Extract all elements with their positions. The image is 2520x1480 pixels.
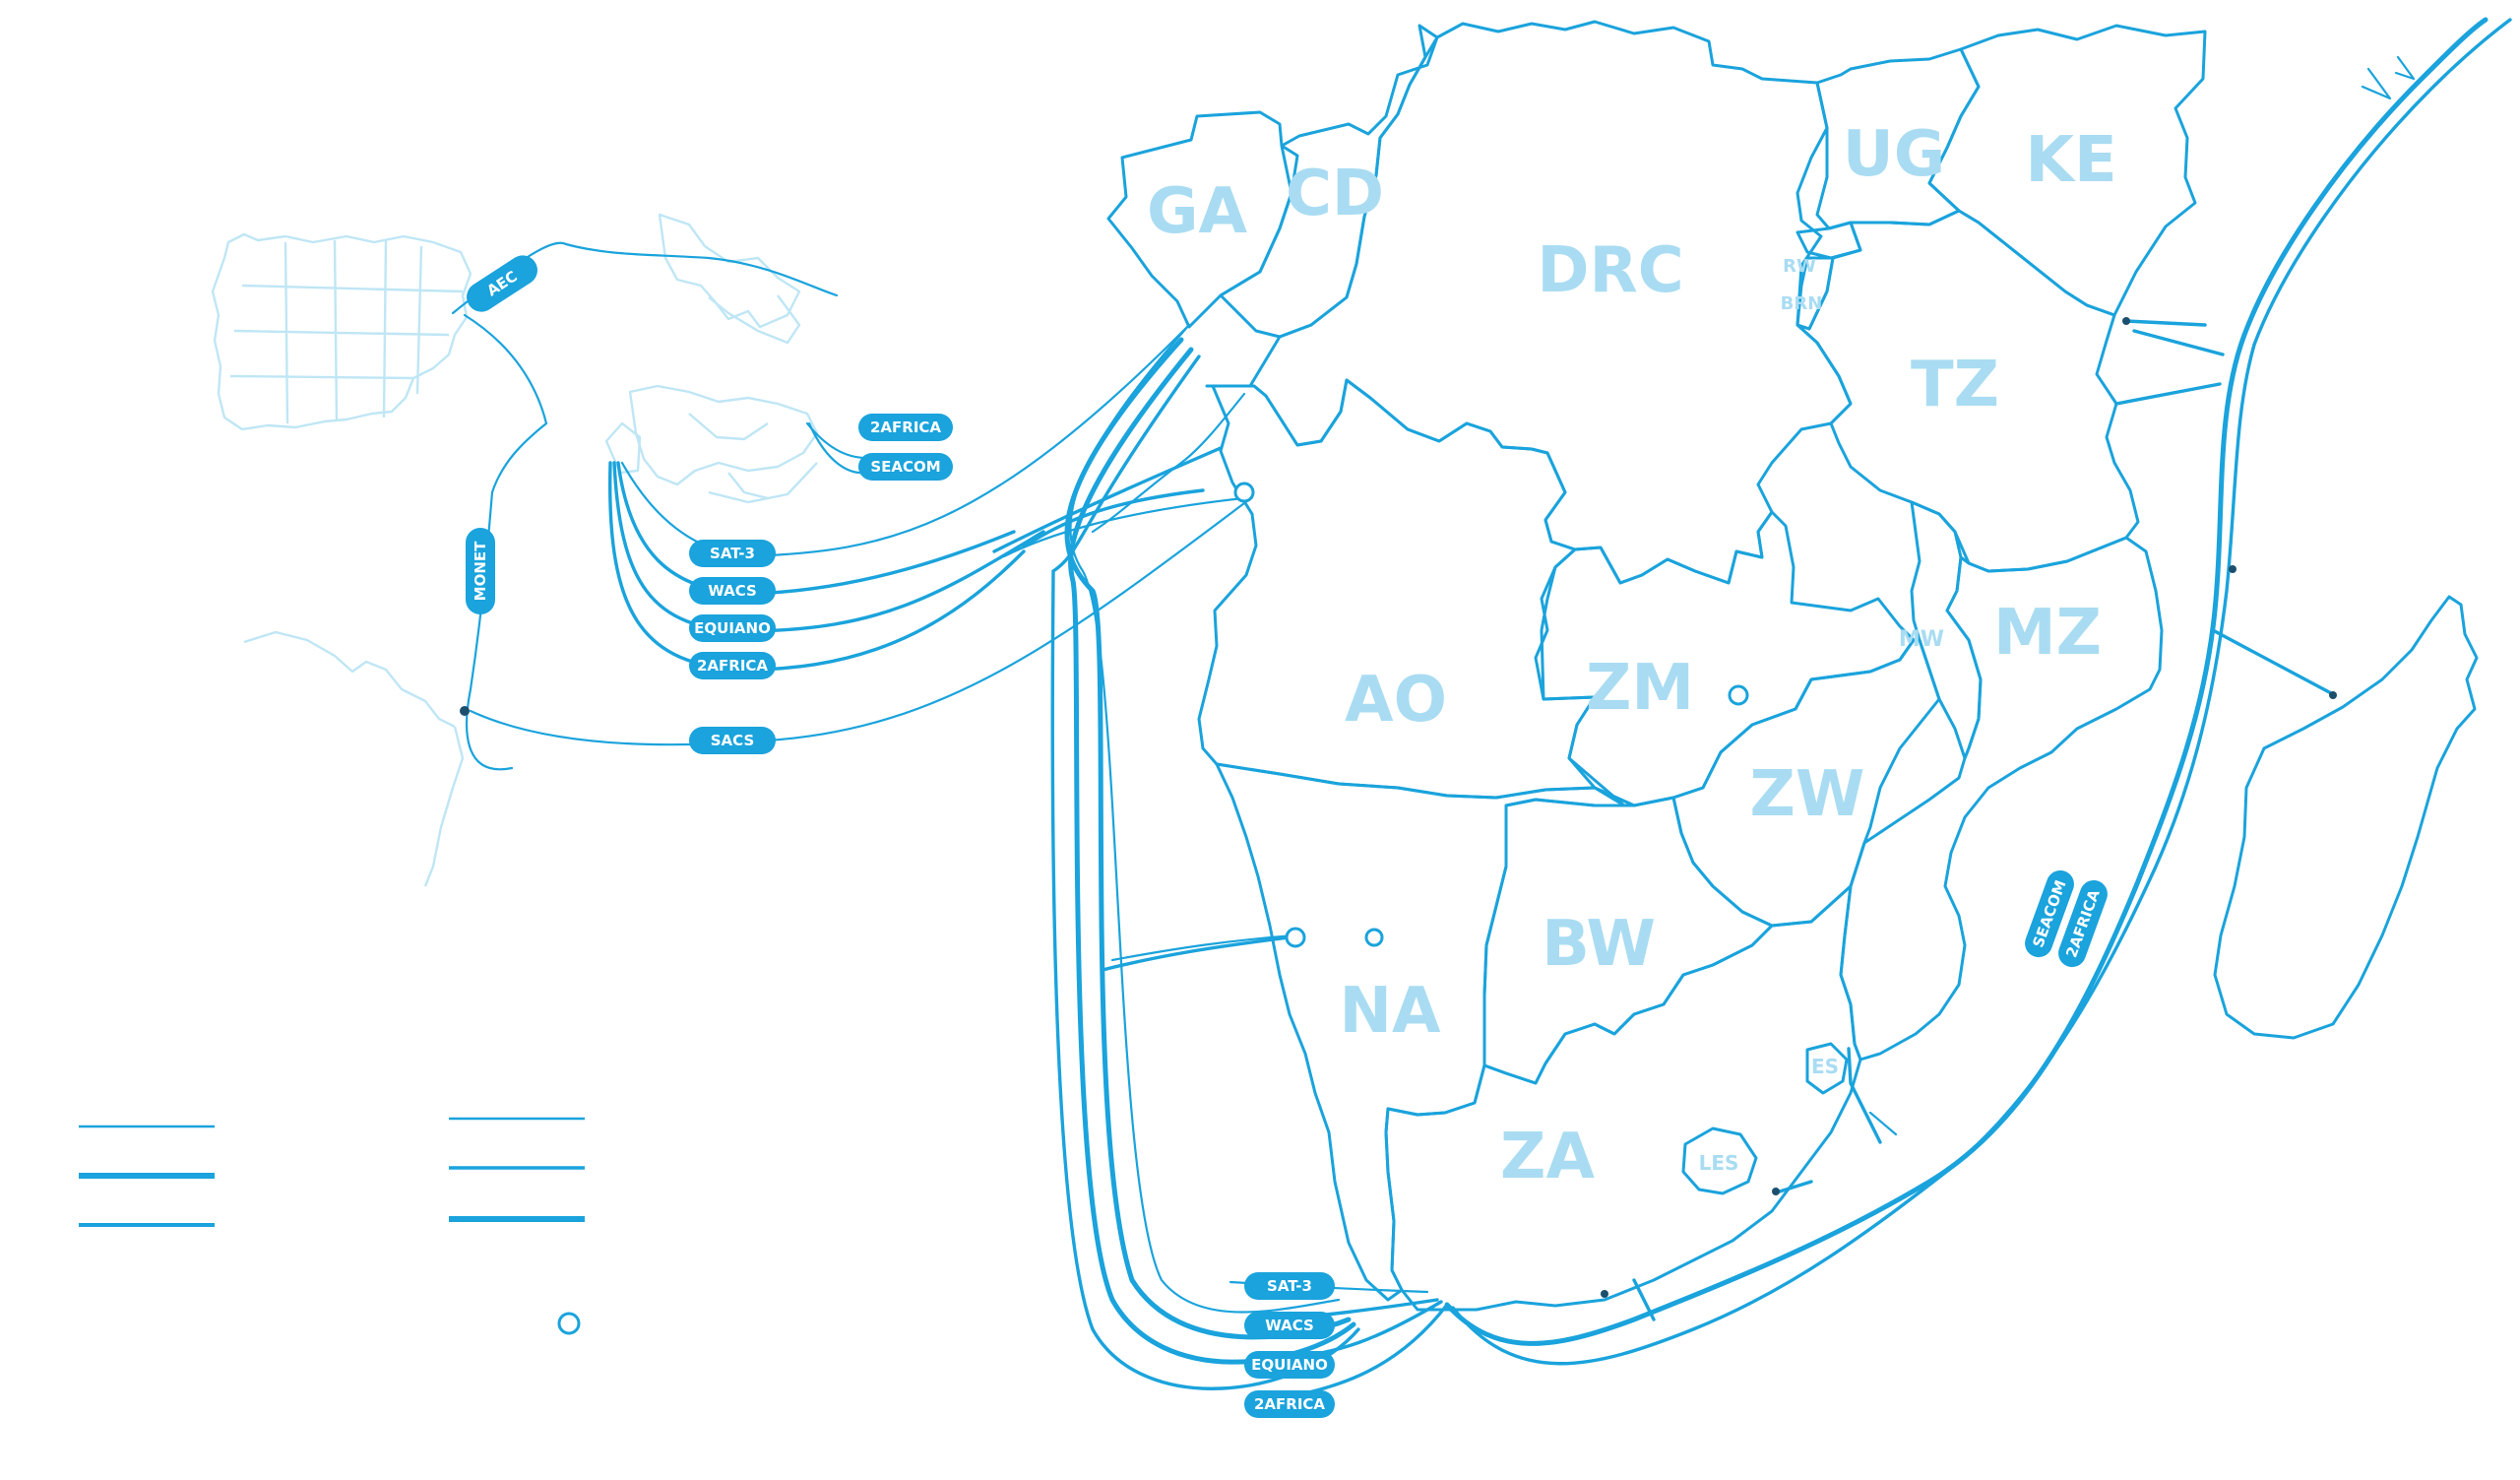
pill-equiano-south: EQUIANO xyxy=(1244,1351,1335,1379)
svg-text:2AFRICA: 2AFRICA xyxy=(697,657,768,675)
svg-text:WACS: WACS xyxy=(1265,1317,1314,1334)
pill-aec: AEC xyxy=(467,255,537,312)
angola-border xyxy=(1197,378,1626,807)
svg-text:2AFRICA: 2AFRICA xyxy=(1254,1395,1325,1413)
label-ug: UG xyxy=(1843,118,1946,191)
svg-text:SEACOM: SEACOM xyxy=(870,458,940,476)
north-america-outline xyxy=(211,232,472,887)
pill-sat3: SAT-3 xyxy=(689,540,776,567)
pill-equiano: EQUIANO xyxy=(689,614,776,642)
label-es: ES xyxy=(1811,1055,1839,1078)
svg-text:SAT-3: SAT-3 xyxy=(710,545,755,562)
label-ao: AO xyxy=(1345,664,1447,737)
landing-point xyxy=(2329,691,2337,699)
lesotho-border xyxy=(1681,1126,1758,1195)
label-tz: TZ xyxy=(1911,349,1999,421)
europe-outline xyxy=(604,213,819,504)
hollow-circle-icon xyxy=(557,1312,581,1335)
legend xyxy=(79,1117,585,1335)
label-mz: MZ xyxy=(1993,597,2102,670)
kenya-border xyxy=(1927,24,2207,317)
svg-text:EQUIANO: EQUIANO xyxy=(1251,1356,1328,1374)
eswatini-border xyxy=(1805,1042,1849,1095)
pill-wacs-south: WACS xyxy=(1244,1312,1335,1339)
landing-node xyxy=(1285,927,1306,948)
pill-monet: MONET xyxy=(466,528,495,614)
madagascar-border xyxy=(2213,595,2479,1040)
country-labels: GA CD DRC UG KE RW BRN TZ AO ZM MW MZ ZW… xyxy=(1147,118,2117,1193)
pill-wacs: WACS xyxy=(689,577,776,605)
cable-lines xyxy=(451,17,2512,1400)
label-les: LES xyxy=(1699,1151,1739,1175)
landing-points xyxy=(460,317,2337,1298)
pill-seacom-north: SEACOM xyxy=(858,453,953,481)
svg-text:SACS: SACS xyxy=(711,732,755,749)
label-brn: BRN xyxy=(1781,293,1823,314)
africa-borders xyxy=(1106,20,2479,1312)
pill-2africa-north: 2AFRICA xyxy=(858,414,953,441)
landing-point xyxy=(2229,565,2236,573)
cable-labels: AEC MONET 2AFRICA SEACOM SAT-3 WACS EQUI… xyxy=(466,255,2108,1418)
label-na: NA xyxy=(1339,975,1441,1048)
landing-point xyxy=(460,706,470,716)
label-ke: KE xyxy=(2025,124,2116,197)
landing-node xyxy=(1233,482,1255,503)
label-cd: CD xyxy=(1286,158,1384,230)
label-za: ZA xyxy=(1500,1121,1595,1193)
drc-border xyxy=(1205,20,1853,585)
pill-2africa: 2AFRICA xyxy=(689,652,776,679)
label-ga: GA xyxy=(1147,175,1248,248)
landing-point xyxy=(1601,1290,1608,1298)
mozambique-border xyxy=(1839,536,2164,1062)
label-zw: ZW xyxy=(1750,758,1865,831)
label-bw: BW xyxy=(1542,908,1656,981)
svg-text:WACS: WACS xyxy=(708,582,757,600)
svg-text:SAT-3: SAT-3 xyxy=(1267,1277,1312,1295)
landing-node xyxy=(1364,928,1384,947)
south-africa-border xyxy=(1384,884,1862,1312)
svg-text:2AFRICA: 2AFRICA xyxy=(870,418,941,436)
pill-sacs: SACS xyxy=(689,727,776,754)
landing-point xyxy=(2122,317,2130,325)
pill-2africa-south: 2AFRICA xyxy=(1244,1390,1335,1418)
svg-text:EQUIANO: EQUIANO xyxy=(694,619,771,637)
svg-text:MONET: MONET xyxy=(472,541,489,601)
landing-point xyxy=(1772,1188,1780,1195)
label-zm: ZM xyxy=(1586,652,1694,725)
label-drc: DRC xyxy=(1537,234,1683,307)
landing-node xyxy=(1728,684,1749,706)
pill-sat3-south: SAT-3 xyxy=(1244,1272,1335,1300)
label-rw: RW xyxy=(1783,256,1816,277)
label-mw: MW xyxy=(1899,627,1944,652)
